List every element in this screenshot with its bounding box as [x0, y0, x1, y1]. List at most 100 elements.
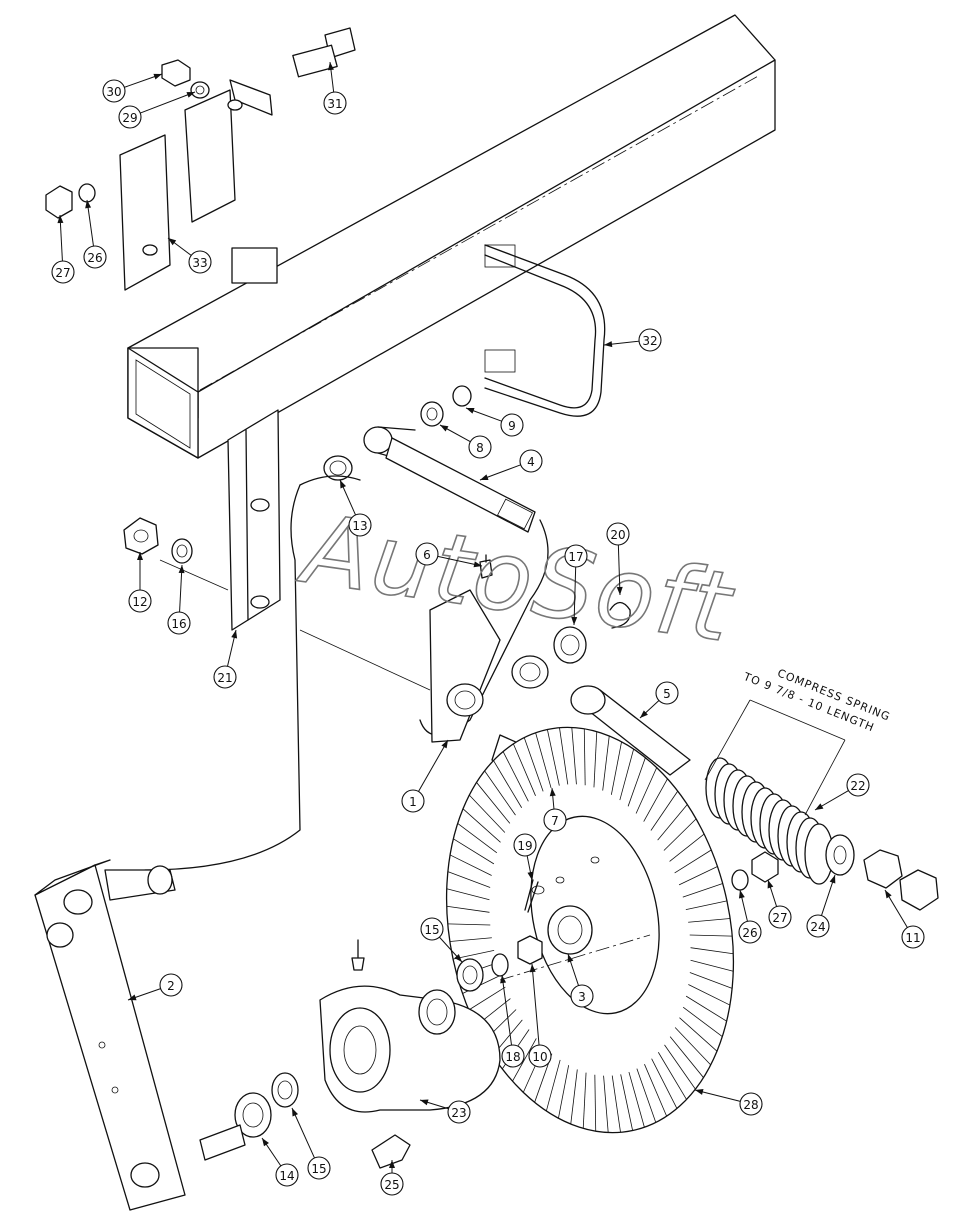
callout-arrowhead [327, 62, 334, 71]
disc-rib [682, 883, 723, 898]
callout-2: 2 [127, 973, 183, 1001]
callout-arrowhead [829, 875, 836, 884]
disc-rib [535, 732, 552, 789]
callout-arrowhead [178, 565, 185, 574]
disc-rib [468, 986, 506, 1011]
hair-pin-20 [609, 601, 631, 629]
washer-29 [190, 81, 210, 99]
callout-bubble [447, 1100, 471, 1124]
callout-number: 2 [167, 979, 175, 993]
callout-bubble [83, 245, 107, 269]
callout-number: 7 [551, 814, 559, 828]
callout-arrowhead [292, 1108, 299, 1117]
callout-number: 20 [610, 528, 625, 542]
callout-number: 18 [505, 1050, 520, 1064]
callout-arrowhead [466, 407, 475, 414]
callout-arrowhead [262, 1138, 269, 1147]
callout-28: 28 [694, 1089, 763, 1116]
callout-bubble [846, 773, 870, 797]
callout-number: 26 [87, 251, 102, 265]
callout-bubble [638, 328, 662, 352]
callout-number: 13 [352, 519, 367, 533]
callout-20: 20 [606, 522, 630, 596]
disc-rib [689, 934, 733, 937]
callout-bubble [806, 914, 830, 938]
washer-26-top [78, 183, 96, 203]
callout-6: 6 [415, 542, 483, 568]
bearing-15-lower [271, 1072, 299, 1108]
disc-rib [523, 737, 544, 792]
callout-bubble [401, 789, 425, 813]
disc-rib [663, 818, 697, 851]
disc-rib [674, 849, 712, 874]
callout-bubble [275, 1163, 299, 1187]
callout-arrowhead [389, 1160, 395, 1168]
callout-number: 23 [451, 1106, 466, 1120]
nut-11b [899, 869, 939, 911]
callout-bubble [188, 250, 212, 274]
pivot-bolt-4 [385, 437, 536, 533]
callout-arrowhead [153, 73, 162, 80]
dimension-lines [704, 699, 846, 816]
callout-bubble [118, 105, 142, 129]
disc-rib [664, 1044, 696, 1090]
callout-number: 5 [663, 687, 671, 701]
callout-27a: 27 [51, 214, 75, 284]
callout-bubble [519, 449, 543, 473]
disc-rib [570, 1069, 578, 1125]
callout-bubble [128, 589, 152, 613]
callout-number: 8 [476, 441, 484, 455]
disc-rib [462, 808, 501, 843]
callout-arrowhead [440, 425, 449, 432]
disc-rib [502, 751, 529, 802]
callout-bubble [738, 920, 762, 944]
callout-bubble [739, 1092, 763, 1116]
callout-bubble [570, 984, 594, 1008]
disc-blade-28 [445, 726, 735, 1134]
callout-10: 10 [528, 963, 552, 1068]
nut-27-top [45, 185, 73, 219]
callout-arrowhead [441, 740, 448, 749]
callout-bubble [348, 513, 372, 537]
callout-7: 7 [543, 787, 567, 832]
callout-arrowhead [604, 341, 613, 348]
disc-rib [571, 727, 577, 785]
callout-bubble [564, 544, 588, 568]
callout-number: 33 [192, 256, 207, 270]
callout-number: 3 [578, 990, 586, 1004]
callout-number: 14 [279, 1169, 294, 1183]
callout-1: 1 [401, 739, 449, 813]
disc-rib [628, 1071, 645, 1128]
callout-bubble [543, 808, 567, 832]
callout-bubble [102, 79, 126, 103]
callout-bubble [380, 1172, 404, 1196]
callout-bubble [51, 260, 75, 284]
callout-15a: 15 [420, 917, 463, 963]
callout-33: 33 [167, 237, 212, 274]
callout-31: 31 [323, 61, 347, 115]
callout-number: 27 [772, 911, 787, 925]
seal-14 [234, 1092, 272, 1138]
callout-number: 25 [384, 1178, 399, 1192]
disc-rib [476, 782, 511, 824]
disc-rib [657, 1052, 687, 1100]
disc-rib [690, 947, 734, 955]
callout-arrowhead [57, 215, 64, 224]
disc-rib [679, 1017, 718, 1052]
washer-26-right [731, 869, 749, 891]
callout-22: 22 [814, 773, 870, 811]
disc-rib [558, 1065, 570, 1119]
callout-bubble [500, 413, 524, 437]
grease-fitting-6 [479, 554, 493, 579]
bushing-13 [323, 455, 353, 481]
disc-rib [603, 1075, 609, 1133]
disc-rib [678, 866, 718, 886]
disc-rib [582, 1072, 587, 1129]
spring-rod-5 [570, 685, 691, 776]
callout-18: 18 [500, 974, 525, 1068]
disc-rib [669, 1036, 704, 1078]
hub-23 [319, 939, 501, 1113]
disc-rib [449, 937, 492, 942]
